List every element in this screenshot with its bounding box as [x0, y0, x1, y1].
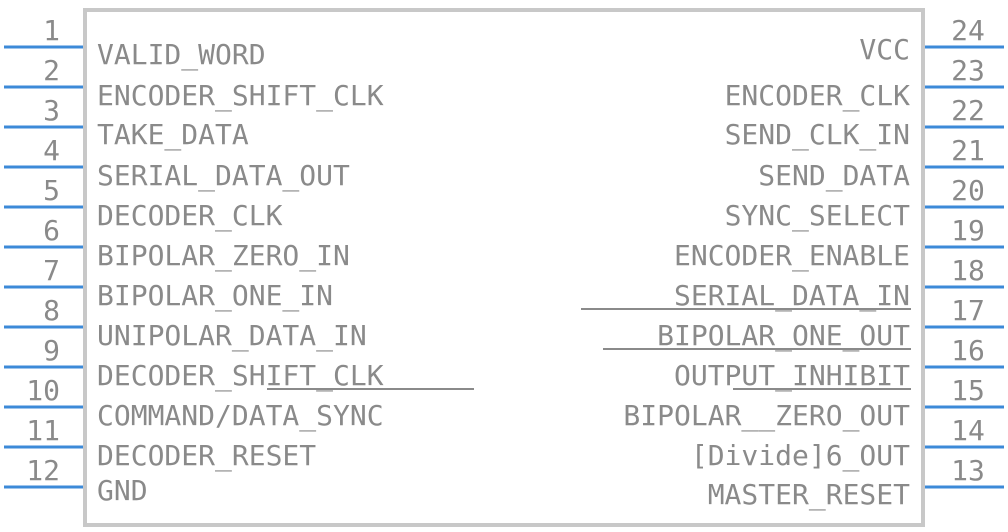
pin-21-number: 21	[951, 134, 985, 167]
ic-body-outline	[83, 8, 925, 527]
pin-7-number: 7	[43, 254, 60, 287]
pin-12-number: 12	[26, 454, 60, 487]
pin-11-label: DECODER_RESET	[97, 439, 316, 473]
pin-2-number: 2	[43, 54, 60, 87]
pin-24-number: 24	[951, 14, 985, 47]
pin-17-label: BIPOLAR_ONE_OUT	[657, 319, 910, 353]
pin-5-label: DECODER_CLK	[97, 199, 283, 233]
pin-10-number: 10	[26, 374, 60, 407]
pin-19-number: 19	[951, 214, 985, 247]
pin-9-number: 9	[43, 334, 60, 367]
pin-15-number: 15	[951, 374, 985, 407]
pin-3-number: 3	[43, 94, 60, 127]
pin-20-label: SYNC_SELECT	[725, 199, 911, 233]
pin-18-label: SERIAL_DATA_IN	[674, 279, 910, 313]
pin-10-label: COMMAND/DATA_SYNC	[97, 399, 384, 433]
pin-23-label: ENCODER_CLK	[725, 79, 911, 113]
pin-13-number: 13	[951, 454, 985, 487]
pin-8-number: 8	[43, 294, 60, 327]
pin-21-label: SEND_DATA	[758, 159, 910, 193]
pin-4-number: 4	[43, 134, 60, 167]
pin-16-number: 16	[951, 334, 985, 367]
pin-1-number: 1	[43, 14, 60, 47]
pin-2-label: ENCODER_SHIFT_CLK	[97, 79, 384, 113]
pin-11-number: 11	[26, 414, 60, 447]
pin-20-number: 20	[951, 174, 985, 207]
pin-14-label: [Divide]6_OUT	[691, 439, 910, 473]
pin-5-number: 5	[43, 174, 60, 207]
pin-9-label: DECODER_SHIFT_CLK	[97, 359, 384, 393]
pin-3-label: TAKE_DATA	[97, 118, 249, 152]
pin-22-number: 22	[951, 94, 985, 127]
pin-13-label: MASTER_RESET	[708, 478, 910, 512]
pin-15-label: BIPOLAR__ZERO_OUT	[623, 399, 910, 433]
pin-7-label: BIPOLAR_ONE_IN	[97, 279, 333, 313]
pin-19-label: ENCODER_ENABLE	[674, 239, 910, 273]
pin-12-label: GND	[97, 474, 148, 507]
pin-14-number: 14	[951, 414, 985, 447]
pin-8-label: UNIPOLAR_DATA_IN	[97, 319, 367, 353]
pin-18-number: 18	[951, 254, 985, 287]
pin-6-label: BIPOLAR_ZERO_IN	[97, 239, 350, 273]
pin-17-number: 17	[951, 294, 985, 327]
pin-23-number: 23	[951, 54, 985, 87]
pin-4-label: SERIAL_DATA_OUT	[97, 159, 350, 193]
overbars	[267, 308, 911, 390]
pin-24-label: VCC	[859, 33, 910, 66]
pin-22-label: SEND_CLK_IN	[725, 118, 910, 152]
pin-6-number: 6	[43, 214, 60, 247]
pin-1-label: VALID_WORD	[97, 38, 266, 72]
pin-16-label: OUTPUT_INHIBIT	[674, 359, 910, 393]
